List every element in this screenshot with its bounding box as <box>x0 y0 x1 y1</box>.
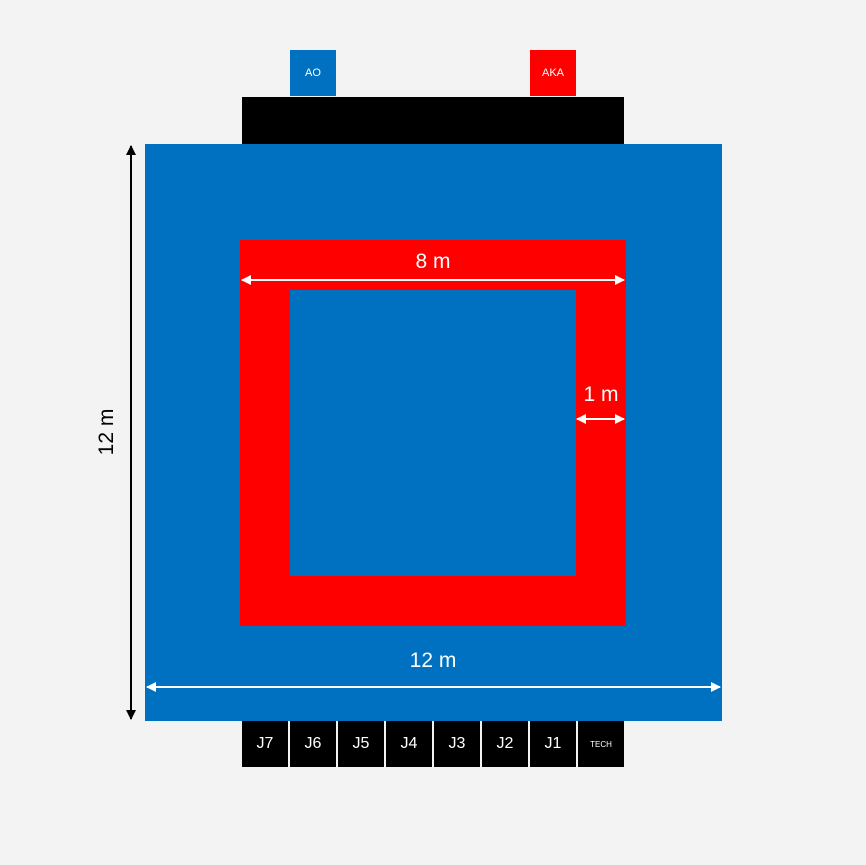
label-outer-height: 12 m <box>95 408 118 456</box>
label-band-width: 1 m <box>583 383 619 406</box>
ao-flag: AO <box>290 50 336 96</box>
judges-row: J7 J6 J5 J4 J3 J2 J1 TECH <box>242 721 624 767</box>
label-outer-width: 12 m <box>409 649 457 672</box>
tech-seat: TECH <box>578 721 624 767</box>
official-table <box>242 97 624 144</box>
judge-seat-j7: J7 <box>242 721 288 767</box>
judge-seat-j5: J5 <box>338 721 384 767</box>
judge-seat-j6: J6 <box>290 721 336 767</box>
label-inner-width: 8 m <box>415 250 451 273</box>
judge-seat-j1: J1 <box>530 721 576 767</box>
aka-flag: AKA <box>530 50 576 96</box>
judge-seat-j3: J3 <box>434 721 480 767</box>
inner-competition-area <box>290 290 576 576</box>
judge-seat-j2: J2 <box>482 721 528 767</box>
judge-seat-j4: J4 <box>386 721 432 767</box>
